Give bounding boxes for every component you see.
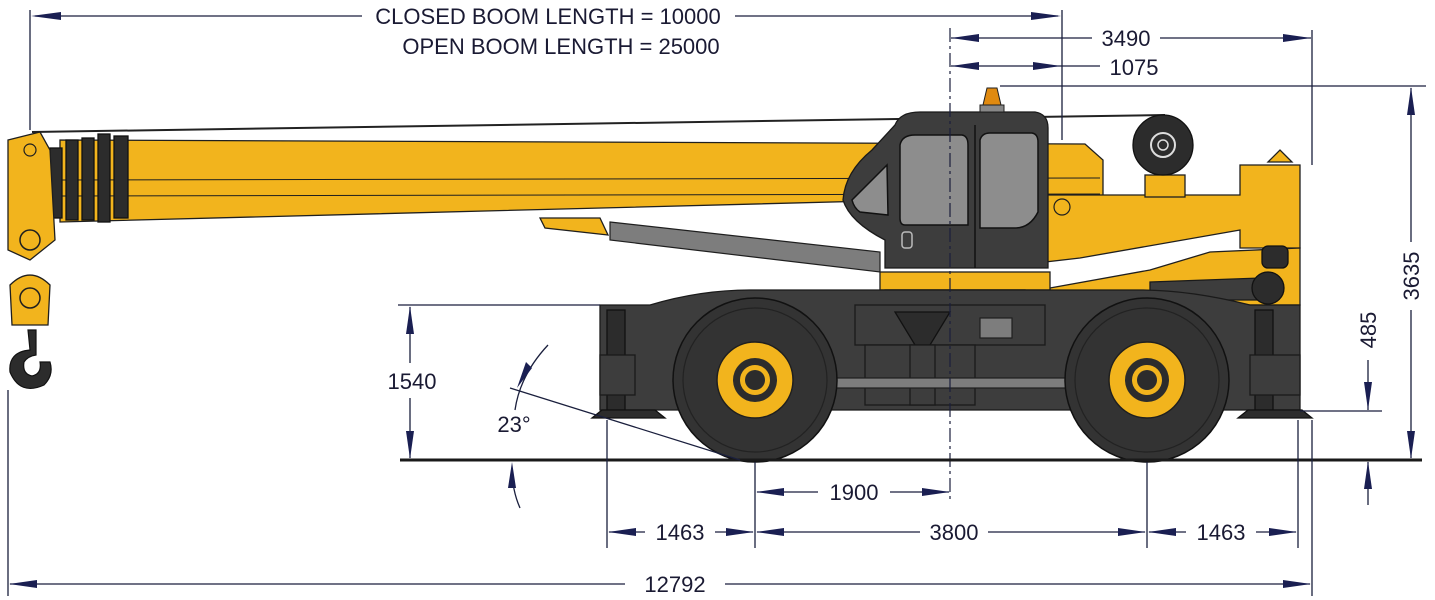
dimension-lines [7,10,1426,596]
dim-1540-label: 1540 [388,369,437,394]
crane-drawing [7,28,1314,500]
luffing-cylinder [609,221,881,273]
dim-12792-label: 12792 [644,572,705,597]
approach-angle-label: 23° [497,412,530,437]
boom-head [7,131,129,261]
dim-1463-right-label: 1463 [1197,520,1246,545]
dim-3800-label: 3800 [930,520,979,545]
rear-wheel [1064,297,1230,463]
dim-1075-label: 1075 [1110,55,1159,80]
dim-1463-left-label: 1463 [656,520,705,545]
hook-block [9,274,52,389]
dim-3635-label: 3635 [1399,252,1424,301]
closed-boom-length-label: CLOSED BOOM LENGTH = 10000 [375,4,720,29]
dimension-labels: CLOSED BOOM LENGTH = 10000 OPEN BOOM LEN… [375,4,1424,597]
dim-485-label: 485 [1356,312,1381,349]
beacon-light [979,87,1005,113]
front-wheel [672,297,838,463]
dim-1900-label: 1900 [830,480,879,505]
open-boom-length-label: OPEN BOOM LENGTH = 25000 [402,34,719,59]
operator-cab [842,111,1051,305]
dim-3490-label: 3490 [1102,26,1151,51]
